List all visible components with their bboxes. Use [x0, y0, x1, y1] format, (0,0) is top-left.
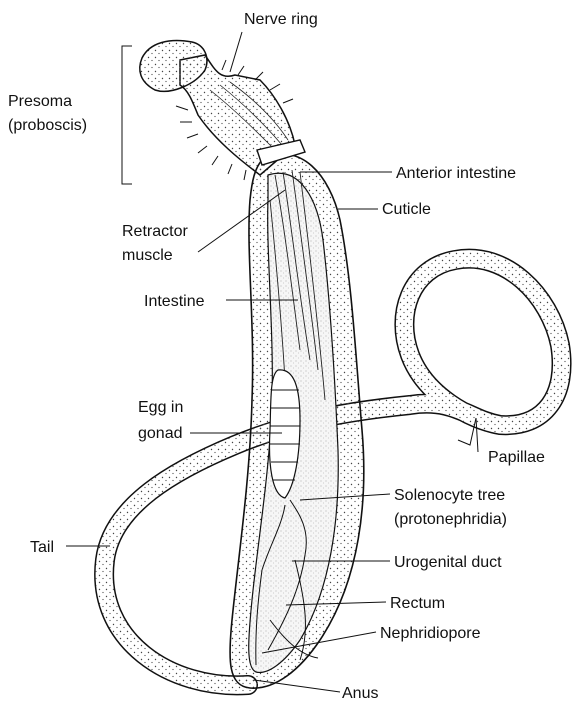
label-solenocyte-line2: (protonephridia)	[394, 511, 507, 528]
label-nerve-ring: Nerve ring	[244, 11, 318, 28]
label-cuticle: Cuticle	[382, 201, 431, 218]
label-urogenital-duct: Urogenital duct	[394, 554, 502, 571]
label-intestine: Intestine	[144, 293, 205, 310]
label-presoma-line1: Presoma	[8, 93, 72, 110]
label-rectum: Rectum	[390, 595, 445, 612]
label-egg-line2: gonad	[138, 425, 183, 442]
label-solenocyte-line1: Solenocyte tree	[394, 487, 505, 504]
label-anus: Anus	[342, 685, 378, 702]
label-anterior-intestine: Anterior intestine	[396, 165, 516, 182]
label-egg-line1: Egg in	[138, 399, 183, 416]
label-retractor-line2: muscle	[122, 247, 173, 264]
label-retractor-line1: Retractor	[122, 223, 188, 240]
label-nephridiopore: Nephridiopore	[380, 625, 481, 642]
label-tail: Tail	[30, 539, 54, 556]
label-papillae: Papillae	[488, 449, 545, 466]
label-presoma-line2: (proboscis)	[8, 117, 87, 134]
